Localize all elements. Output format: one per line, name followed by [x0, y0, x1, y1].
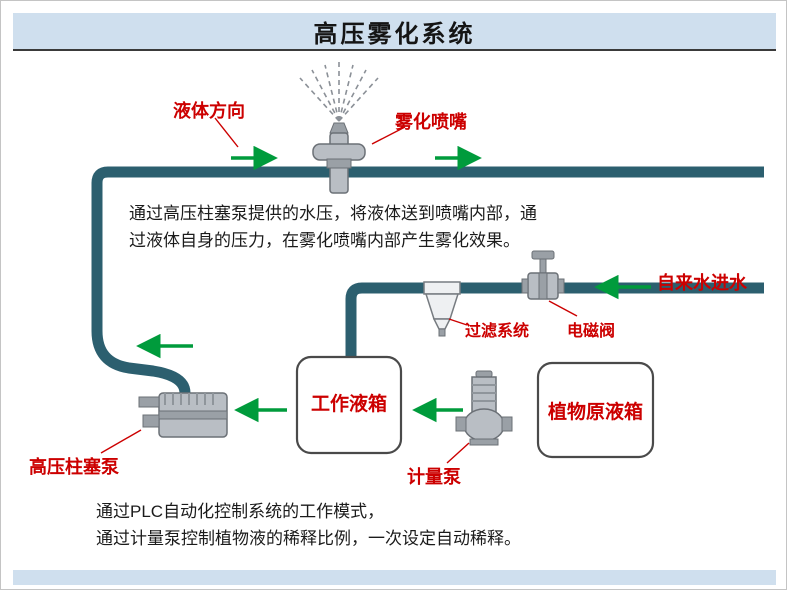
bottom-band: [13, 570, 776, 585]
plunger-pump-icon: [138, 392, 228, 438]
label-plant-stock-tank: 植物原液箱: [547, 402, 643, 423]
description-top: 通过高压柱塞泵提供的水压，将液体送到喷嘴内部，通 过液体自身的压力，在雾化喷嘴内…: [129, 200, 537, 254]
main-supply-pipe: [91, 166, 764, 400]
label-liquid-direction: 液体方向: [173, 101, 245, 121]
atomizing-nozzle-icon: [312, 122, 366, 194]
description-bottom-line1: 通过PLC自动化控制系统的工作模式，: [96, 502, 385, 521]
page-title: 高压雾化系统: [313, 20, 476, 48]
solenoid-valve-icon: [521, 250, 565, 300]
label-atomizing-nozzle: 雾化喷嘴: [395, 112, 467, 132]
metering-pump-icon: [455, 370, 513, 446]
title-band: 高压雾化系统: [13, 13, 776, 51]
description-top-line1: 通过高压柱塞泵提供的水压，将液体送到喷嘴内部，通: [129, 204, 537, 223]
label-hp-plunger-pump: 高压柱塞泵: [29, 457, 119, 477]
spray-lines: [299, 61, 379, 122]
description-top-line2: 过液体自身的压力，在雾化喷嘴内部产生雾化效果。: [129, 231, 520, 250]
label-filter-system: 过滤系统: [465, 323, 530, 340]
water-inlet-pipe: [345, 282, 764, 363]
flow-arrows: [136, 145, 651, 423]
pipes: [91, 166, 764, 400]
label-solenoid-valve: 电磁阀: [567, 323, 616, 340]
label-tap-water-inlet: 自来水进水: [657, 273, 747, 293]
label-working-tank: 工作液箱: [310, 394, 387, 415]
plant-stock-tank-box: [536, 361, 655, 459]
leader-lines: [100, 117, 578, 464]
description-bottom-line2: 通过计量泵控制植物液的稀释比例，一次设定自动稀释。: [96, 529, 521, 548]
label-metering-pump: 计量泵: [407, 467, 461, 487]
working-tank-box: [295, 355, 403, 455]
description-bottom: 通过PLC自动化控制系统的工作模式， 通过计量泵控制植物液的稀释比例，一次设定自…: [96, 498, 521, 552]
filter-icon: [423, 281, 461, 337]
